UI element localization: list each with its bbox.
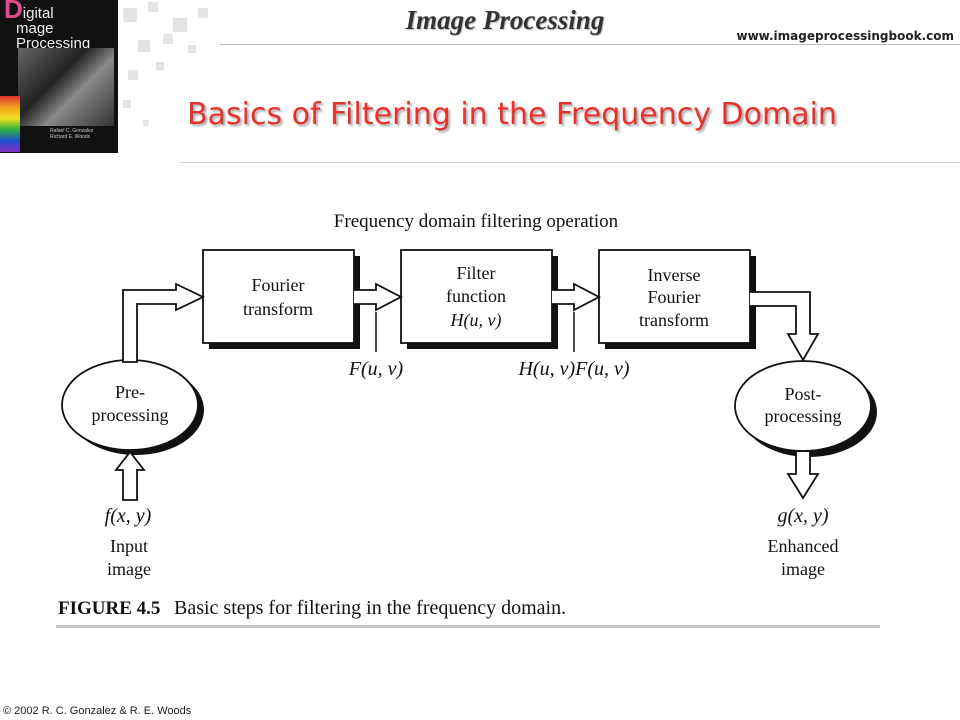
pre-ellipse-line-2: processing <box>92 405 169 425</box>
filter-function-box: Filter function H(u, v) <box>400 249 558 349</box>
arrow-input-to-pre <box>114 450 146 501</box>
book-title-line-1: igital <box>22 5 54 22</box>
pre-ellipse-line-1: Pre- <box>115 382 145 402</box>
title-divider <box>180 162 960 163</box>
figure-caption: Basic steps for filtering in the frequen… <box>174 597 566 619</box>
diagram-caption-top: Frequency domain filtering operation <box>334 211 619 232</box>
copyright-footer: © 2002 R. C. Gonzalez & R. E. Woods <box>3 705 192 717</box>
inverse-box-line-2: Fourier <box>648 287 701 307</box>
fourier-box-line-1: Fourier <box>252 275 305 295</box>
post-processing-ellipse: Post- processing <box>734 360 877 457</box>
post-ellipse-line-2: processing <box>765 406 842 426</box>
book-title-line-3: Processing <box>16 35 91 52</box>
decorative-pixel-pattern <box>118 0 228 160</box>
input-label-line-2: image <box>107 559 151 579</box>
header-url: www.imageprocessingbook.com <box>736 29 954 43</box>
inverse-box-line-1: Inverse <box>648 265 701 285</box>
header-title: Image Processing <box>405 5 605 35</box>
arrow-fourier-to-filter <box>354 282 403 312</box>
book-cover-artwork <box>18 48 114 126</box>
header-divider <box>220 44 960 45</box>
output-label-line-1: Enhanced <box>768 536 839 556</box>
book-author-2: Richard E. Woods <box>50 134 91 140</box>
book-color-band <box>0 96 20 152</box>
book-author-1: Rafael C. Gonzalez <box>50 128 94 134</box>
book-cover-image: Digital mage Processing Rafael C. Gonzal… <box>0 0 118 153</box>
output-function-label: g(x, y) <box>777 505 828 527</box>
slide-title: Basics of Filtering in the Frequency Dom… <box>187 97 837 132</box>
arrow-filter-to-inverse <box>552 282 601 312</box>
figure-underline <box>56 625 880 628</box>
signal-HF-label: H(u, v)F(u, v) <box>517 358 629 380</box>
arrow-inverse-to-post <box>750 291 820 362</box>
signal-F-label: F(u, v) <box>348 358 404 380</box>
output-label-line-2: image <box>781 559 825 579</box>
figure-label: FIGURE 4.5 <box>58 598 160 619</box>
book-authors: Rafael C. Gonzalez Richard E. Woods <box>50 128 93 140</box>
post-ellipse-line-1: Post- <box>784 384 821 404</box>
fourier-transform-box: Fourier transform <box>202 249 360 349</box>
filter-box-line-1: Filter <box>457 263 496 283</box>
inverse-box-line-3: transform <box>639 310 709 330</box>
arrow-pre-to-fourier <box>122 282 206 363</box>
input-label-line-1: Input <box>110 536 148 556</box>
arrow-post-to-output <box>786 452 820 500</box>
book-title-line-2: mage <box>16 20 54 37</box>
filter-box-line-2: function <box>446 286 506 306</box>
filter-box-line-3: H(u, v) <box>450 310 502 331</box>
fourier-box-line-2: transform <box>243 299 313 319</box>
book-initial-d: D <box>4 0 23 24</box>
input-function-label: f(x, y) <box>105 505 152 527</box>
inverse-fourier-box: Inverse Fourier transform <box>598 249 756 349</box>
pre-processing-ellipse: Pre- processing <box>61 359 204 455</box>
